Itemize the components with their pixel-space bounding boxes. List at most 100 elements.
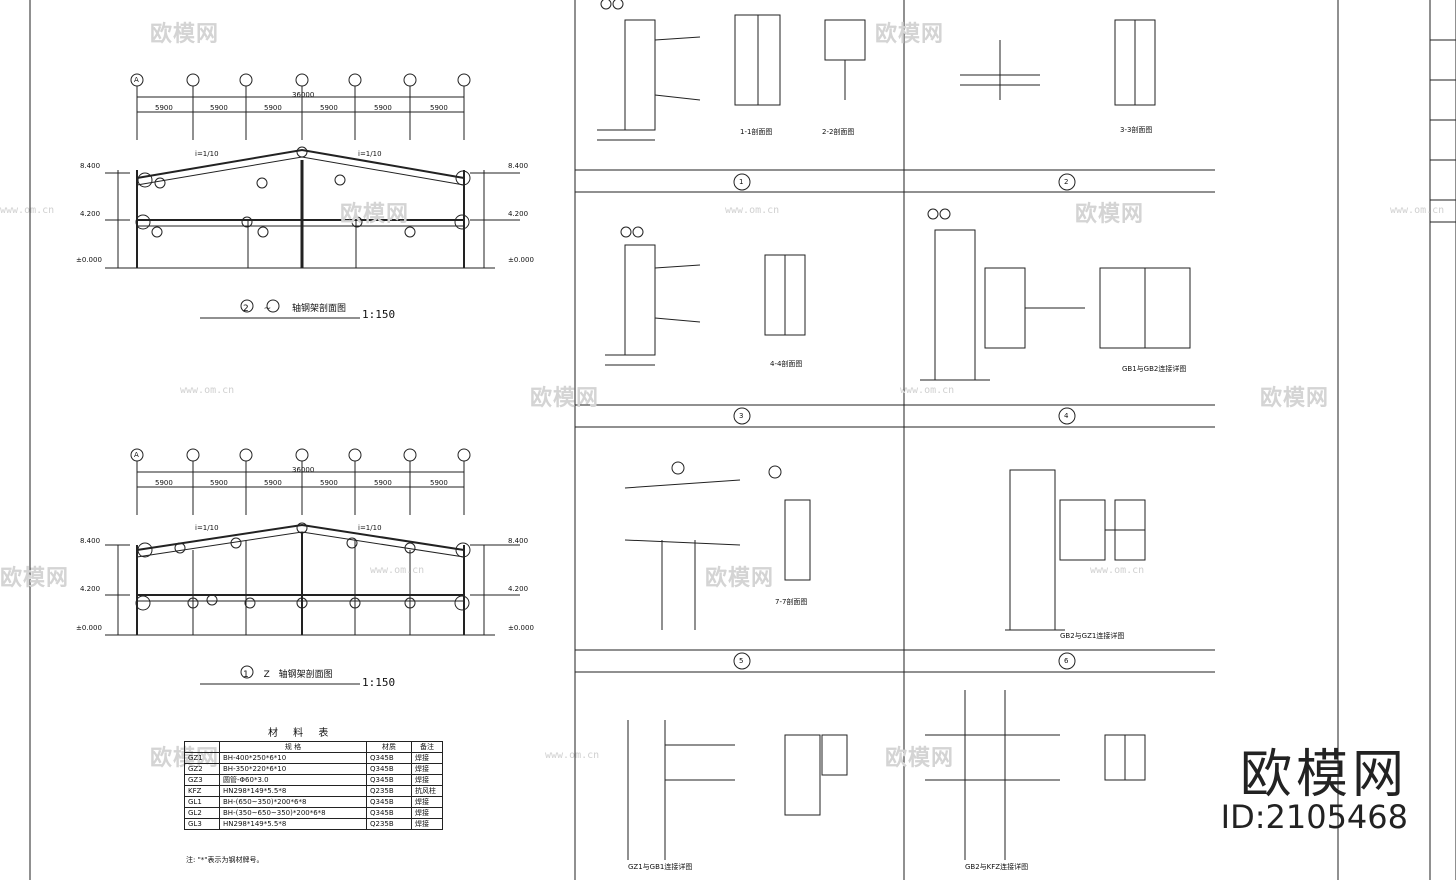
caption-num: 2: [243, 304, 249, 314]
bay-dim: 5900: [264, 479, 282, 487]
caption-text: 轴钢架剖面图: [292, 304, 347, 314]
section-label: GB2与KFZ连接详图: [965, 863, 1029, 871]
section-label: 7-7剖面图: [775, 598, 808, 606]
watermark-brand: 欧模网: [150, 22, 220, 47]
table-cell: GZ2: [184, 763, 220, 775]
watermark-url: www.om.cn: [370, 565, 425, 576]
detail-number: 3: [739, 412, 744, 420]
watermark-brand: 欧模网: [1260, 386, 1330, 411]
table-cell: 焊接: [411, 763, 443, 775]
brand-name: 欧模网: [1239, 745, 1408, 805]
slope-label: i=1/10: [358, 524, 382, 532]
axis-bubbles-top: [130, 73, 471, 140]
bay-dim: 5900: [430, 479, 448, 487]
scale-label: 1:150: [362, 308, 396, 321]
elevation-top-caption: 2 ~ 轴钢架剖面图: [243, 301, 346, 314]
table-cell: Q345B: [366, 807, 412, 819]
table-cell: 焊接: [411, 774, 443, 786]
table-cell: KFZ: [184, 785, 220, 797]
level-label: ±0.000: [76, 256, 102, 264]
table-row: KFZ HN298*149*5.5*8 Q235B 抗风柱: [184, 785, 443, 797]
slope-label: i=1/10: [195, 524, 219, 532]
elevation-bottom-caption: 1 Z 轴钢架剖面图: [243, 667, 333, 680]
material-table-title: 材 料 表: [268, 728, 335, 739]
table-cell: BH-400*250*6*10: [219, 752, 367, 764]
section-label: GB2与GZ1连接详图: [1060, 632, 1125, 640]
watermark-url: www.om.cn: [1390, 205, 1445, 216]
watermark-brand: 欧模网: [0, 566, 70, 591]
watermark-brand: 欧模网: [885, 746, 955, 771]
total-span: 36000: [292, 466, 315, 474]
level-label: 4.200: [80, 210, 101, 218]
watermark-url: www.om.cn: [900, 385, 955, 396]
bay-dim: 5900: [374, 104, 392, 112]
table-row: GZ3 圆管-Φ60*3.0 Q345B 焊接: [184, 774, 443, 786]
level-label: ±0.000: [508, 624, 534, 632]
column-header: 备注: [411, 741, 443, 753]
section-label: 2-2剖面图: [822, 128, 855, 136]
watermark-url: www.om.cn: [545, 750, 600, 761]
detail-number: 6: [1064, 657, 1069, 665]
level-label: 8.400: [80, 537, 101, 545]
material-note: 注: "*"表示为钢材牌号。: [186, 856, 264, 864]
section-label: 4-4剖面图: [770, 360, 803, 368]
detail-number: 4: [1064, 412, 1069, 420]
bay-dim: 5900: [155, 479, 173, 487]
detail-drawings: [597, 0, 1191, 860]
caption-sep: ~: [263, 304, 272, 314]
watermark-url: www.om.cn: [1090, 565, 1145, 576]
section-label: GB1与GB2连接详图: [1122, 365, 1187, 373]
table-cell: HN298*149*5.5*8: [219, 818, 367, 830]
bay-dim: 5900: [264, 104, 282, 112]
table-cell: 焊接: [411, 807, 443, 819]
level-label: 4.200: [508, 585, 529, 593]
bay-dim: 5900: [430, 104, 448, 112]
table-cell: GL3: [184, 818, 220, 830]
table-cell: 焊接: [411, 752, 443, 764]
axis-tag: A: [134, 76, 139, 84]
watermark-url: www.om.cn: [725, 205, 780, 216]
table-cell: GZ3: [184, 774, 220, 786]
total-span: 36000: [292, 91, 315, 99]
table-cell: GL1: [184, 796, 220, 808]
table-cell: Q235B: [366, 785, 412, 797]
section-label: 3-3剖面图: [1120, 126, 1153, 134]
scale-label: 1:150: [362, 676, 396, 689]
level-label: 8.400: [508, 537, 529, 545]
table-row: GL2 BH-(350~650~350)*200*6*8 Q345B 焊接: [184, 807, 443, 819]
table-cell: Q345B: [366, 752, 412, 764]
table-cell: GL2: [184, 807, 220, 819]
caption-text: 轴钢架剖面图: [278, 670, 333, 680]
table-cell: BH-(350~650~350)*200*6*8: [219, 807, 367, 819]
table-cell: 焊接: [411, 818, 443, 830]
section-label: 1-1剖面图: [740, 128, 773, 136]
detail-number: 5: [739, 657, 744, 665]
table-cell: HN298*149*5.5*8: [219, 785, 367, 797]
table-row: GZ2 BH-350*220*6*10 Q345B 焊接: [184, 763, 443, 775]
detail-number-bubbles: [733, 173, 1076, 670]
watermark-brand: 欧模网: [1075, 202, 1145, 227]
bay-dim: 5900: [320, 479, 338, 487]
table-header-row: 规 格 材质 备注: [184, 741, 443, 753]
material-table: 规 格 材质 备注 GZ1 BH-400*250*6*10 Q345B 焊接 G…: [184, 741, 443, 830]
caption-sep: Z: [263, 670, 270, 680]
table-row: GZ1 BH-400*250*6*10 Q345B 焊接: [184, 752, 443, 764]
level-label: 8.400: [80, 162, 101, 170]
watermark-url: www.om.cn: [180, 385, 235, 396]
table-cell: GZ1: [184, 752, 220, 764]
watermark-brand: 欧模网: [340, 202, 410, 227]
table-cell: BH-(650~350)*200*6*8: [219, 796, 367, 808]
slope-label: i=1/10: [195, 150, 219, 158]
watermark-url: www.om.cn: [0, 205, 55, 216]
table-cell: Q345B: [366, 763, 412, 775]
column-header: 材质: [366, 741, 412, 753]
column-header: 规 格: [219, 741, 367, 753]
bay-dim: 5900: [320, 104, 338, 112]
axis-tag: A: [134, 451, 139, 459]
table-cell: Q345B: [366, 774, 412, 786]
sheet-frame: [29, 0, 1456, 880]
column-header: [184, 741, 220, 753]
level-label: ±0.000: [76, 624, 102, 632]
table-cell: 焊接: [411, 796, 443, 808]
